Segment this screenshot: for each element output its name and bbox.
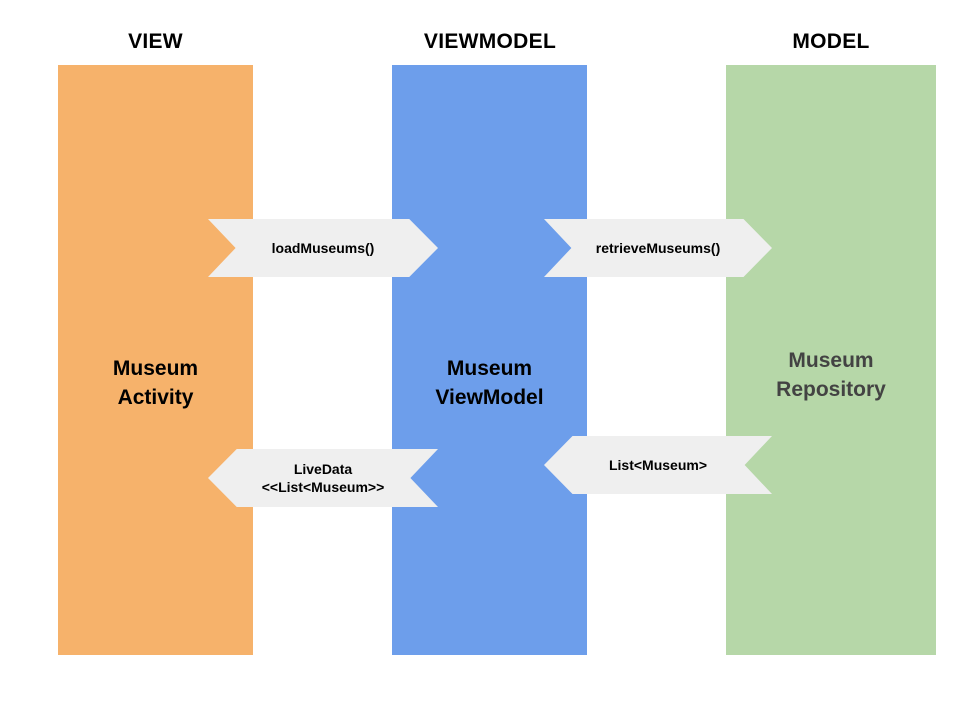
retrieve-museums-arrow: retrieveMuseums() [544,219,772,277]
museum-repository-label: Museum Repository [776,349,886,401]
museum-activity-label: Museum Activity [112,357,199,409]
load-museums-arrow: loadMuseums() [208,219,438,277]
model-header: MODEL [792,30,870,53]
list-museum-arrow: List<Museum> [544,436,772,494]
museum-viewmodel-label: Museum ViewModel [435,357,544,409]
view-column [58,65,253,655]
viewmodel-header: VIEWMODEL [423,30,557,53]
viewmodel-column [392,65,587,655]
view-header: VIEW [128,30,183,53]
model-column [726,65,936,655]
livedata-arrow: LiveData <<List<Museum>> [208,449,438,507]
